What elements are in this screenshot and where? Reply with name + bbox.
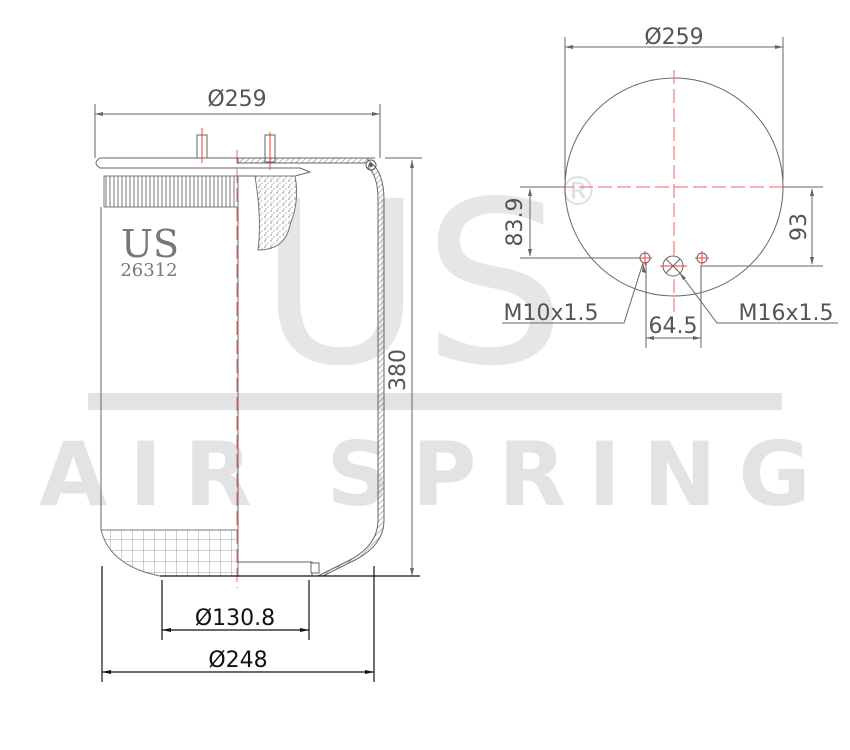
label-thread-small: M10x1.5 xyxy=(504,301,599,326)
part-brand: US xyxy=(121,222,179,266)
dim-height: 380 xyxy=(386,349,411,391)
watermark-bar xyxy=(88,393,782,410)
side-view: US 26312 Ø259 380 Ø130.8 Ø248 xyxy=(94,87,422,682)
top-view: Ø259 83.9 93 64.5 M10x1.5 M16x1.5 xyxy=(502,25,838,348)
dim-offset-left: 83.9 xyxy=(503,198,528,247)
watermark-tagline: AIR SPRING xyxy=(39,423,833,526)
dim-bottom-inner-diameter: Ø130.8 xyxy=(195,606,275,631)
part-number: 26312 xyxy=(120,260,177,281)
dim-top-diameter: Ø259 xyxy=(207,87,266,112)
dim-plate-diameter: Ø259 xyxy=(644,25,703,50)
watermark: US ® AIR SPRING xyxy=(39,154,833,526)
dim-bottom-diameter: Ø248 xyxy=(208,648,267,673)
dim-hole-spacing: 64.5 xyxy=(649,314,698,339)
watermark-registered: ® xyxy=(558,169,598,215)
dim-offset-right: 93 xyxy=(787,213,812,241)
label-thread-large: M16x1.5 xyxy=(739,301,834,326)
